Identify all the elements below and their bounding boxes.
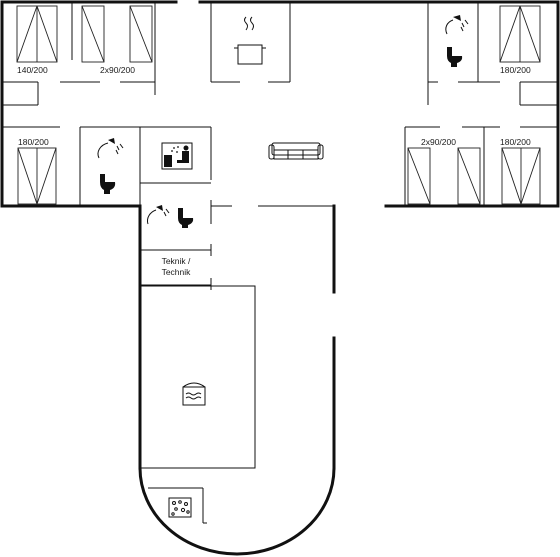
bed-label-top-left: 140/200 xyxy=(17,65,48,75)
bed-labels: 140/200 2x90/200 180/200 180/200 2x90/20… xyxy=(17,65,531,147)
bed-mid-left xyxy=(17,147,57,205)
technical-room-label-2: Technik xyxy=(162,267,192,277)
bed-top-right xyxy=(499,5,541,63)
whirlpool-icon xyxy=(168,497,192,518)
bed-label-mid-right-a: 2x90/200 xyxy=(421,137,456,147)
bed-mid-right-b xyxy=(501,147,541,205)
sofa-icon xyxy=(268,142,324,160)
shower-toilet-icon-2 xyxy=(147,205,194,228)
bed-top-mid xyxy=(81,5,153,63)
bed-label-top-mid: 2x90/200 xyxy=(100,65,135,75)
bed-label-mid-left: 180/200 xyxy=(18,137,49,147)
beds xyxy=(16,5,541,205)
bed-mid-right-a xyxy=(407,147,481,205)
bed-label-mid-right-b: 180/200 xyxy=(500,137,531,147)
pool-icon xyxy=(182,382,206,406)
interior-walls xyxy=(2,2,558,290)
pool-area xyxy=(139,285,256,469)
bed-label-top-right: 180/200 xyxy=(500,65,531,75)
sauna-icon xyxy=(161,142,193,170)
shower-toilet-icon-1 xyxy=(97,138,124,194)
shower-toilet-icon-3 xyxy=(445,15,469,67)
technical-room-label-1: Teknik / xyxy=(162,256,191,266)
spa-area xyxy=(148,487,207,524)
bed-top-left xyxy=(16,5,58,63)
cooking-pot-icon xyxy=(234,16,266,65)
